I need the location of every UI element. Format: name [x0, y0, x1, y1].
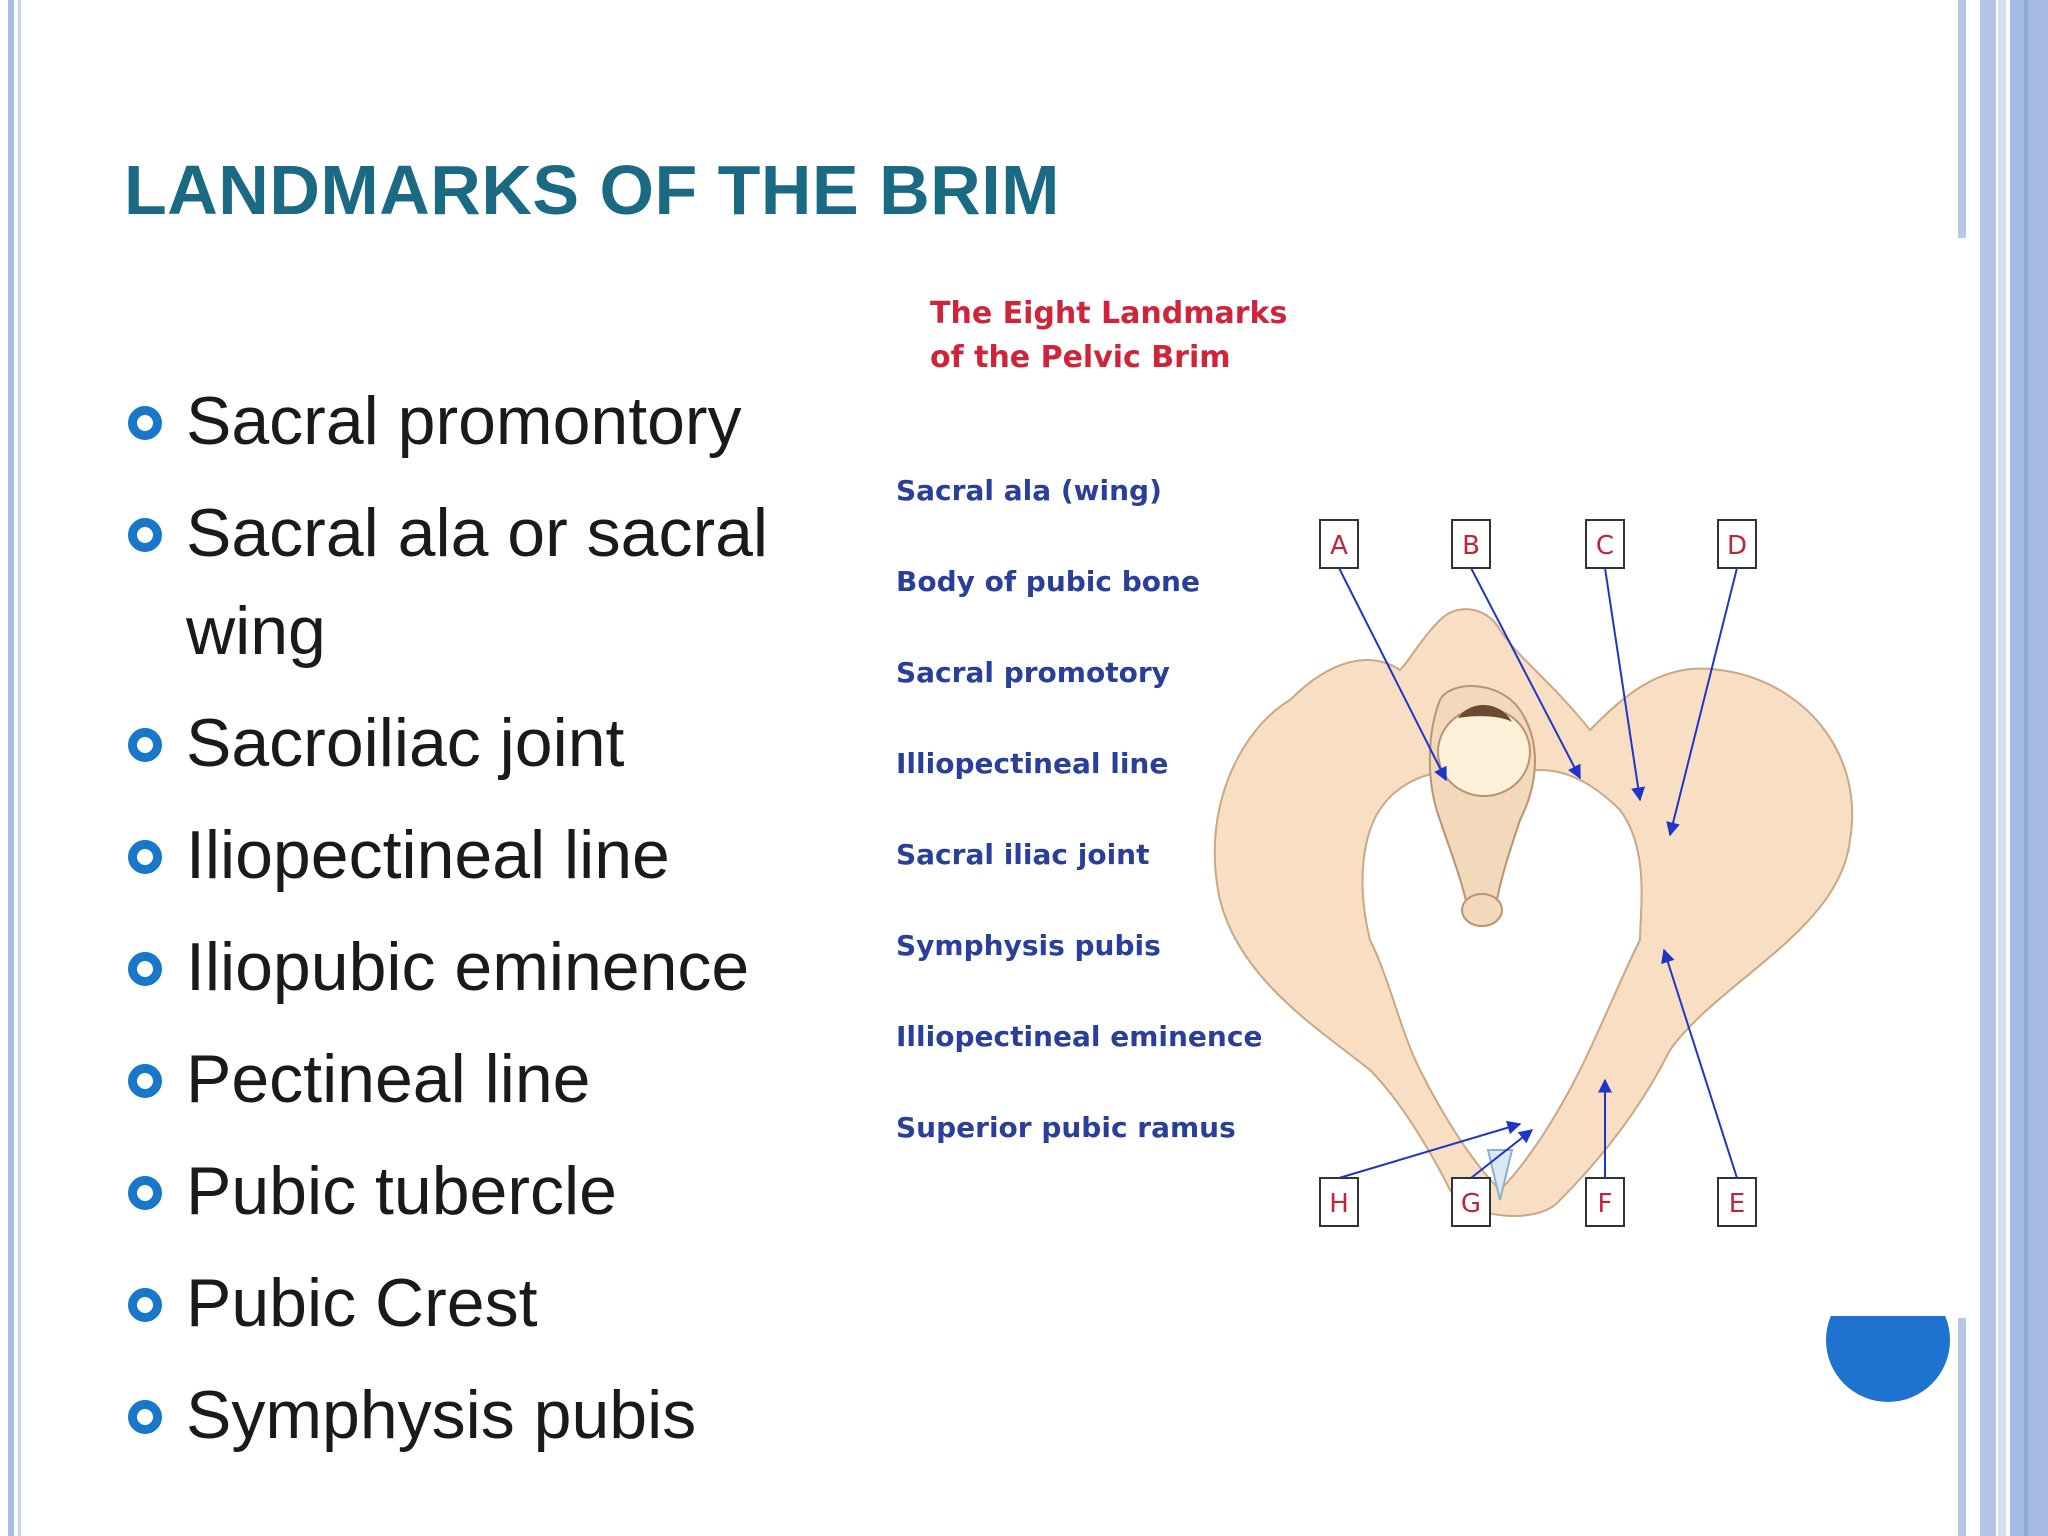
- bullet-text: Sacroiliac joint: [186, 705, 625, 781]
- sacral-promontory-body: [1437, 707, 1531, 797]
- figure-label: Sacral iliac joint: [896, 838, 1150, 871]
- figure-label: Sacral ala (wing): [896, 474, 1162, 507]
- arrow-b: [1470, 567, 1581, 780]
- bullet-circle-icon: [128, 1176, 162, 1210]
- bullet-text: Iliopectineal line: [186, 817, 670, 893]
- bullet-text: Iliopubic eminence: [186, 929, 750, 1005]
- svg-text:F: F: [1598, 1189, 1613, 1219]
- bullet-text: Pubic tubercle: [186, 1153, 617, 1229]
- figure-label: Illiopectineal line: [896, 747, 1169, 780]
- bullet-item: Sacral ala or sacral wing: [128, 484, 828, 680]
- bullet-text: Symphysis pubis: [186, 1377, 697, 1453]
- svg-text:G: G: [1461, 1189, 1481, 1219]
- figure-label: Superior pubic ramus: [896, 1111, 1236, 1144]
- right-frame-bar-wide: [2010, 0, 2048, 1536]
- bullet-text: Pubic Crest: [186, 1265, 538, 1341]
- pelvis-diagram: A B C D H G: [1213, 519, 1854, 1227]
- bullet-text: Sacral ala or sacral wing: [186, 495, 769, 669]
- letter-box-h: H: [1319, 1177, 1359, 1227]
- figure-label: Sacral promotory: [896, 656, 1170, 689]
- bullet-circle-icon: [128, 1288, 162, 1322]
- bullet-item: Pectineal line: [128, 1030, 828, 1128]
- right-frame-bar-light: [1998, 0, 2006, 1536]
- bullet-circle-icon: [128, 840, 162, 874]
- arrow-e: [1661, 948, 1738, 1179]
- letter-box-b: B: [1451, 519, 1491, 569]
- right-frame-bar: [1980, 0, 1996, 1536]
- svg-text:H: H: [1329, 1189, 1349, 1219]
- coccyx: [1461, 893, 1503, 927]
- bullet-item: Pubic tubercle: [128, 1142, 828, 1240]
- letter-box-e: E: [1717, 1177, 1757, 1227]
- bullet-circle-icon: [128, 728, 162, 762]
- figure-label: Illiopectineal eminence: [896, 1020, 1263, 1053]
- bullet-item: Iliopubic eminence: [128, 918, 828, 1016]
- decorative-mask: [1820, 1250, 1956, 1316]
- arrow-d: [1666, 567, 1738, 837]
- arrow-g: [1470, 1129, 1534, 1179]
- svg-text:D: D: [1727, 531, 1747, 561]
- pubic-symphysis: [1486, 1149, 1514, 1201]
- arrow-a: [1338, 567, 1447, 782]
- bullet-text: Sacral promontory: [186, 383, 742, 459]
- bullet-circle-icon: [128, 1064, 162, 1098]
- bullet-circle-icon: [128, 1400, 162, 1434]
- bullet-item: Sacroiliac joint: [128, 694, 828, 792]
- bullet-circle-icon: [128, 518, 162, 552]
- figure-title: The Eight Landmarks of the Pelvic Brim: [930, 292, 1287, 380]
- bullet-circle-icon: [128, 952, 162, 986]
- letter-box-g: G: [1451, 1177, 1491, 1227]
- right-frame-bar-top: [1958, 0, 1966, 238]
- svg-text:C: C: [1596, 531, 1614, 561]
- bullet-list: Sacral promontory Sacral ala or sacral w…: [128, 372, 828, 1478]
- arrow-c: [1604, 567, 1646, 802]
- letter-box-f: F: [1585, 1177, 1625, 1227]
- bullet-item: Iliopectineal line: [128, 806, 828, 904]
- bullet-item: Pubic Crest: [128, 1254, 828, 1352]
- pelvic-brim-figure: The Eight Landmarks of the Pelvic Brim S…: [880, 280, 1960, 1260]
- figure-label: Symphysis pubis: [896, 929, 1161, 962]
- bullet-text: Pectineal line: [186, 1041, 591, 1117]
- right-frame-bar-bottom: [1958, 1318, 1966, 1536]
- letter-box-a: A: [1319, 519, 1359, 569]
- figure-title-line: of the Pelvic Brim: [930, 340, 1231, 375]
- bullet-item: Symphysis pubis: [128, 1366, 828, 1464]
- svg-text:B: B: [1462, 531, 1480, 561]
- figure-label: Body of pubic bone: [896, 565, 1200, 598]
- bullet-item: Sacral promontory: [128, 372, 828, 470]
- bullet-circle-icon: [128, 406, 162, 440]
- svg-text:E: E: [1729, 1189, 1745, 1219]
- svg-text:A: A: [1330, 531, 1348, 561]
- sacral-top-shadow: [1458, 704, 1512, 722]
- figure-label-list: Sacral ala (wing) Body of pubic bone Sac…: [896, 474, 1262, 1202]
- left-frame-bar-thin: [18, 0, 21, 1536]
- letter-box-c: C: [1585, 519, 1625, 569]
- letter-box-d: D: [1717, 519, 1757, 569]
- arrow-h: [1338, 1120, 1522, 1179]
- figure-title-line: The Eight Landmarks: [930, 296, 1288, 331]
- right-frame-bar-dark: [2024, 0, 2028, 1536]
- slide-title: LANDMARKS OF THE BRIM: [124, 151, 1060, 229]
- left-frame-bar: [8, 0, 14, 1536]
